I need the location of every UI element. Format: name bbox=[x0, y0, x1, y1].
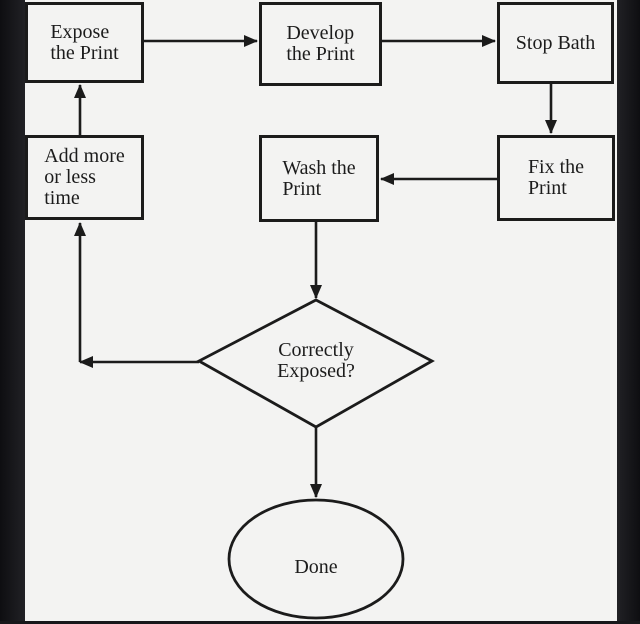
node-decision-correctly-exposed: Correctly Exposed? bbox=[236, 338, 396, 383]
node-fix-the-print: Fix the Print bbox=[497, 135, 615, 221]
node-label: Stop Bath bbox=[515, 31, 596, 54]
node-expose-the-print: Expose the Print bbox=[25, 2, 144, 83]
node-label: Expose the Print bbox=[50, 20, 119, 64]
node-done: Done bbox=[294, 556, 338, 578]
node-add-more-or-less-time: Add more or less time bbox=[25, 135, 144, 220]
done-ellipse bbox=[227, 498, 405, 620]
node-label: Fix the Print bbox=[527, 156, 585, 199]
node-develop-the-print: Develop the Print bbox=[259, 2, 382, 86]
frame-bar-bottom bbox=[0, 621, 640, 624]
node-label: Develop the Print bbox=[286, 22, 355, 65]
node-label: Wash the Print bbox=[282, 156, 356, 200]
frame-bar-left bbox=[0, 0, 25, 624]
node-wash-the-print: Wash the Print bbox=[259, 135, 379, 222]
frame-bar-right bbox=[617, 0, 640, 624]
node-label: Correctly Exposed? bbox=[277, 338, 355, 382]
node-label: Add more or less time bbox=[44, 145, 125, 209]
node-stop-bath: Stop Bath bbox=[497, 2, 614, 84]
